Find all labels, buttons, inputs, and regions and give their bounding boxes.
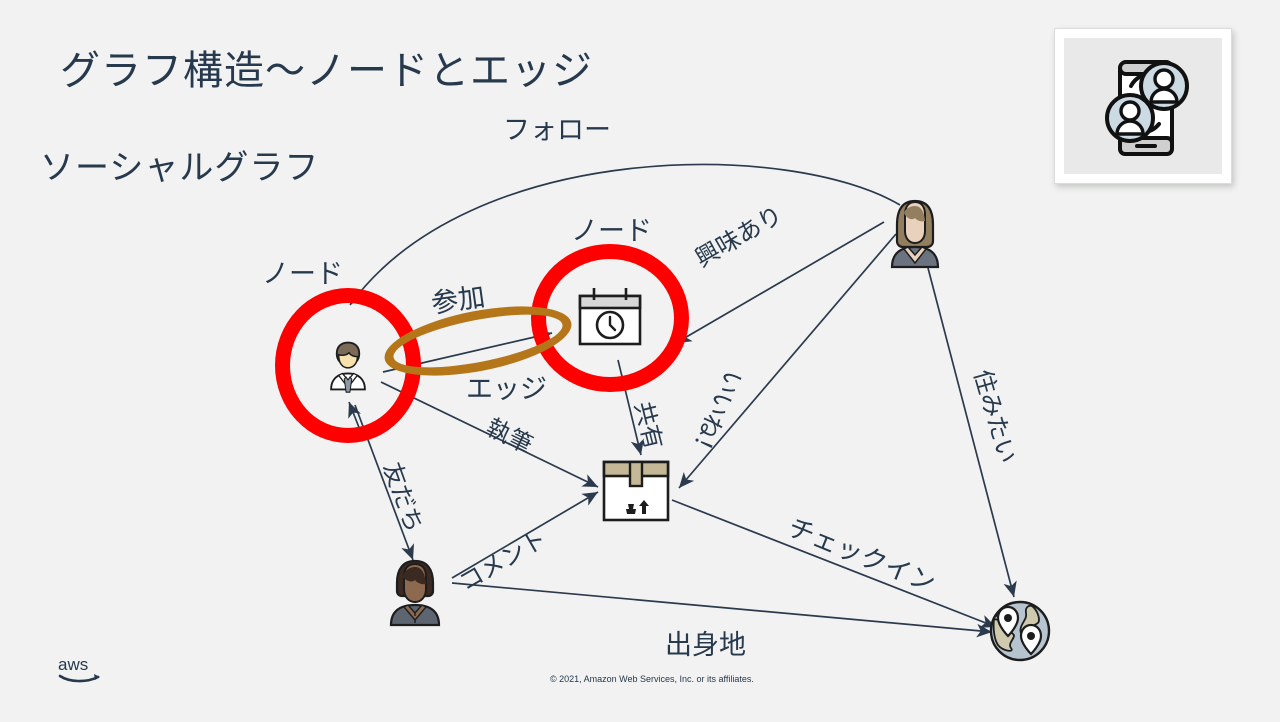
edge-label-write: 執筆 (481, 414, 537, 460)
svg-text:aws: aws (58, 655, 88, 674)
person-male-icon (330, 341, 366, 393)
edge-label-like: いいね！ (682, 365, 747, 465)
edge-label-follow: フォロー (503, 115, 611, 145)
thumbnail-inner (1064, 38, 1222, 174)
globe-pins-icon (989, 600, 1051, 662)
phone-two-people-icon (1105, 60, 1189, 156)
edge-label-share: 共有 (628, 398, 667, 453)
package-box-icon (602, 460, 670, 522)
page-subtitle: ソーシャルグラフ (40, 149, 320, 187)
node-person-male[interactable] (318, 335, 378, 400)
edge-label-want-to-live: 住みたい (968, 366, 1021, 467)
person-female-icon (890, 199, 940, 269)
page-title: グラフ構造〜ノードとエッジ (60, 49, 593, 93)
person-dark-icon (389, 559, 441, 627)
node-package[interactable] (600, 458, 672, 529)
node-person-dark[interactable] (385, 557, 445, 632)
edge-label-interested: 興味あり (690, 201, 788, 273)
node-calendar-event[interactable] (576, 285, 644, 354)
aws-logo-icon: aws (58, 655, 100, 683)
calendar-clock-icon (578, 288, 642, 346)
annotation-edge: エッジ (466, 374, 547, 404)
social-graph-thumbnail (1054, 28, 1232, 184)
edge-label-hometown: 出身地 (665, 630, 746, 660)
node-person-female[interactable] (884, 197, 946, 274)
edge-label-friend: 友だち (377, 458, 428, 536)
edge-label-checkin: チェックイン (783, 511, 940, 599)
aws-logo: aws (58, 655, 108, 690)
edge-checkin (671, 499, 997, 628)
node-globe[interactable] (986, 597, 1054, 670)
edge-label-comment: コメント (454, 525, 552, 597)
edge-label-participate: 参加 (429, 281, 487, 319)
copyright-text: © 2021, Amazon Web Services, Inc. or its… (550, 674, 754, 684)
annotation-node-calendar: ノード (571, 216, 652, 246)
annotation-node-left: ノード (262, 259, 343, 289)
